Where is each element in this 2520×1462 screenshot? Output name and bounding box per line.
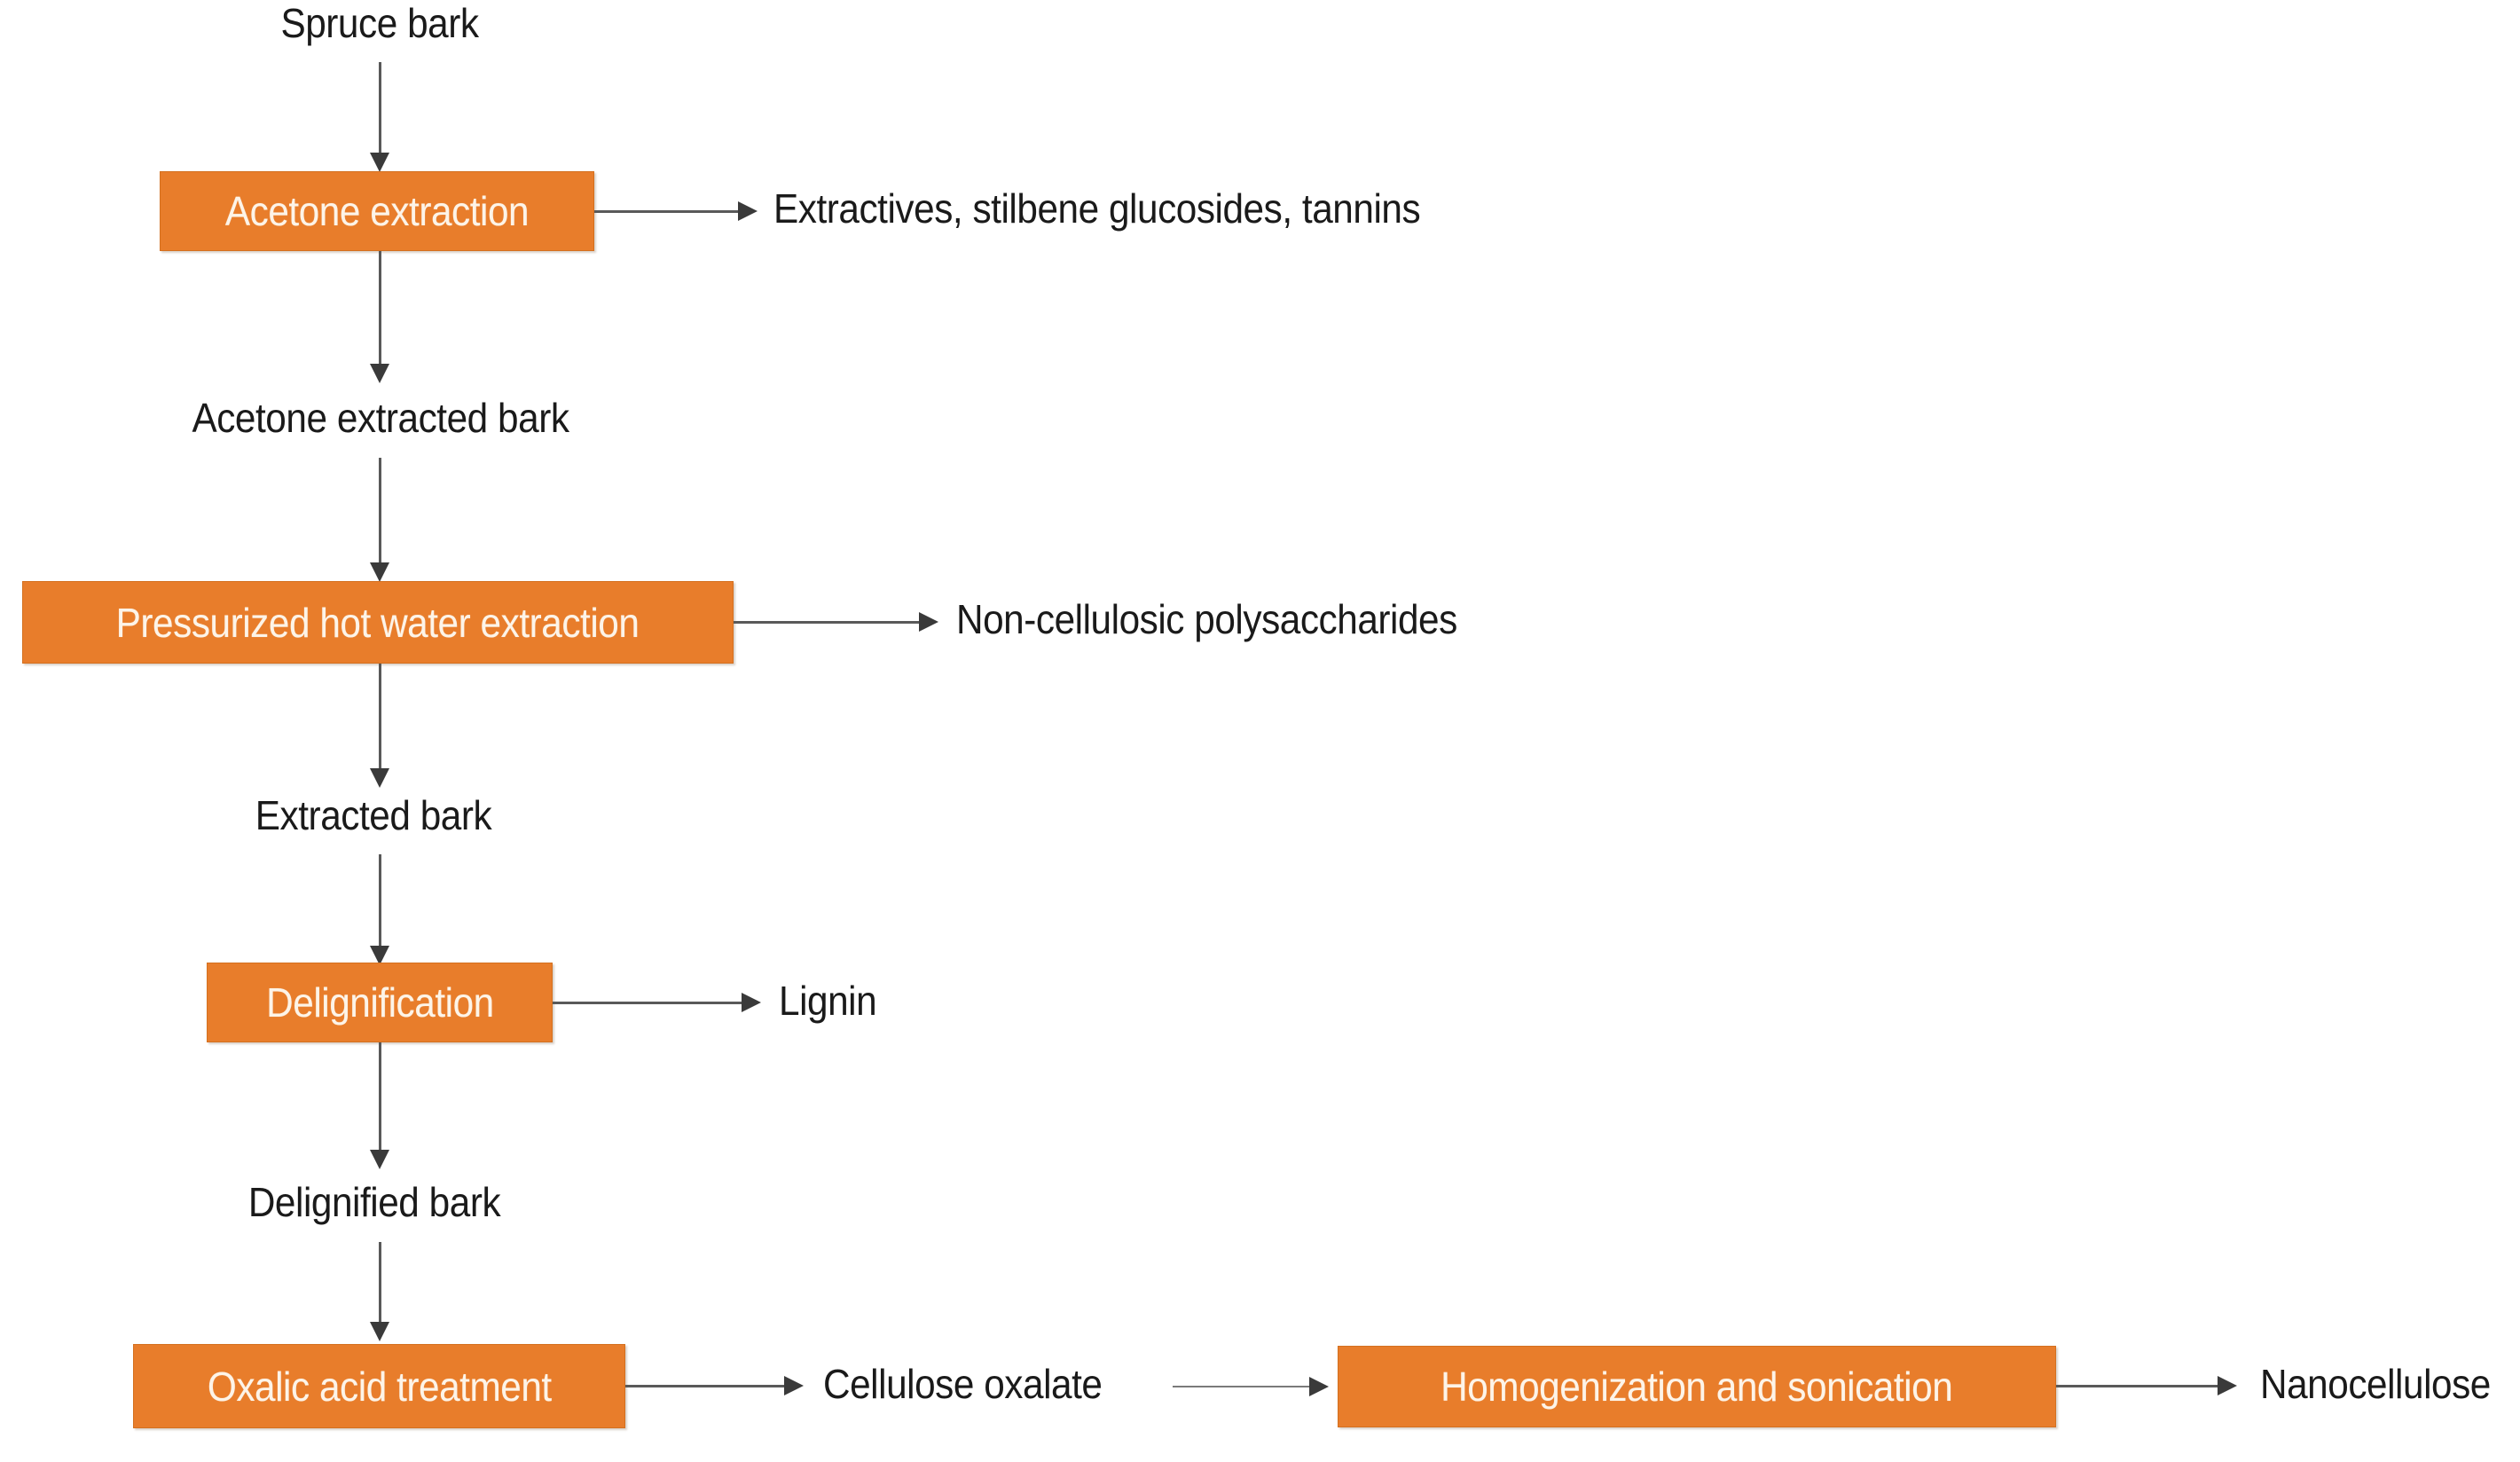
- node-intermediate-acetone-extracted-bark: Acetone extracted bark: [192, 395, 569, 441]
- arrow-head-step1-to-output: [738, 201, 758, 221]
- connector-line-step3-to-output: [553, 1002, 750, 1004]
- node-step2-output: Non-cellulosic polysaccharides: [956, 596, 1457, 642]
- connector-line-step1-to-intermediate1: [379, 251, 381, 371]
- node-step4-output: Cellulose oxalate: [823, 1361, 1103, 1407]
- arrow-head-step5-to-final: [2218, 1376, 2237, 1395]
- process-box-pressurized-hot-water-extraction[interactable]: Pressurized hot water extraction: [22, 581, 734, 664]
- process-box-label: Homogenization and sonication: [1441, 1364, 1953, 1410]
- process-box-label: Acetone extraction: [224, 188, 530, 234]
- arrow-head-step4output-to-step5: [1309, 1377, 1329, 1396]
- connector-line-step3-to-intermediate3: [379, 1042, 381, 1156]
- node-step3-output: Lignin: [779, 978, 877, 1024]
- process-box-label: Pressurized hot water extraction: [116, 599, 640, 646]
- node-intermediate-delignified-bark: Delignified bark: [247, 1179, 501, 1225]
- connector-line-step2-to-output: [734, 621, 927, 624]
- process-box-homogenization-and-sonication[interactable]: Homogenization and sonication: [1338, 1346, 2056, 1427]
- connector-line-intermediate1-to-step2: [379, 458, 381, 569]
- arrow-head-intermediate3-to-step4: [370, 1322, 389, 1341]
- node-input-material: Spruce bark: [280, 0, 479, 46]
- arrow-head-intermediate2-to-step3: [370, 946, 389, 965]
- process-box-delignification[interactable]: Delignification: [207, 963, 553, 1042]
- node-final-product: Nanocellulose: [2260, 1361, 2491, 1407]
- connector-line-step1-to-output: [594, 210, 745, 213]
- process-box-label: Delignification: [265, 979, 494, 1026]
- node-step1-output: Extractives, stilbene glucosides, tannin…: [773, 185, 1421, 232]
- arrow-head-step4-to-step4output: [784, 1376, 804, 1395]
- connector-line-intermediate3-to-step4: [379, 1242, 381, 1326]
- arrow-head-step2-to-intermediate2: [370, 768, 389, 788]
- connector-line-step2-to-intermediate2: [379, 664, 381, 774]
- connector-line-intermediate2-to-step3: [379, 854, 381, 954]
- process-box-oxalic-acid-treatment[interactable]: Oxalic acid treatment: [133, 1344, 625, 1428]
- connector-line-input-to-step1: [379, 62, 381, 158]
- process-box-acetone-extraction[interactable]: Acetone extraction: [160, 171, 594, 251]
- arrow-head-step2-to-output: [919, 612, 938, 632]
- connector-line-step5-to-final: [2056, 1385, 2225, 1387]
- connector-line-step4-to-step4output: [625, 1385, 792, 1387]
- arrow-head-step3-to-output: [742, 993, 761, 1012]
- arrow-head-step1-to-intermediate1: [370, 364, 389, 383]
- node-intermediate-extracted-bark: Extracted bark: [255, 792, 492, 838]
- process-box-label: Oxalic acid treatment: [207, 1363, 552, 1410]
- arrow-head-input-to-step1: [370, 153, 389, 172]
- arrow-head-intermediate1-to-step2: [370, 562, 389, 582]
- arrow-head-step3-to-intermediate3: [370, 1150, 389, 1169]
- connector-line-step4output-to-step5: [1173, 1386, 1315, 1387]
